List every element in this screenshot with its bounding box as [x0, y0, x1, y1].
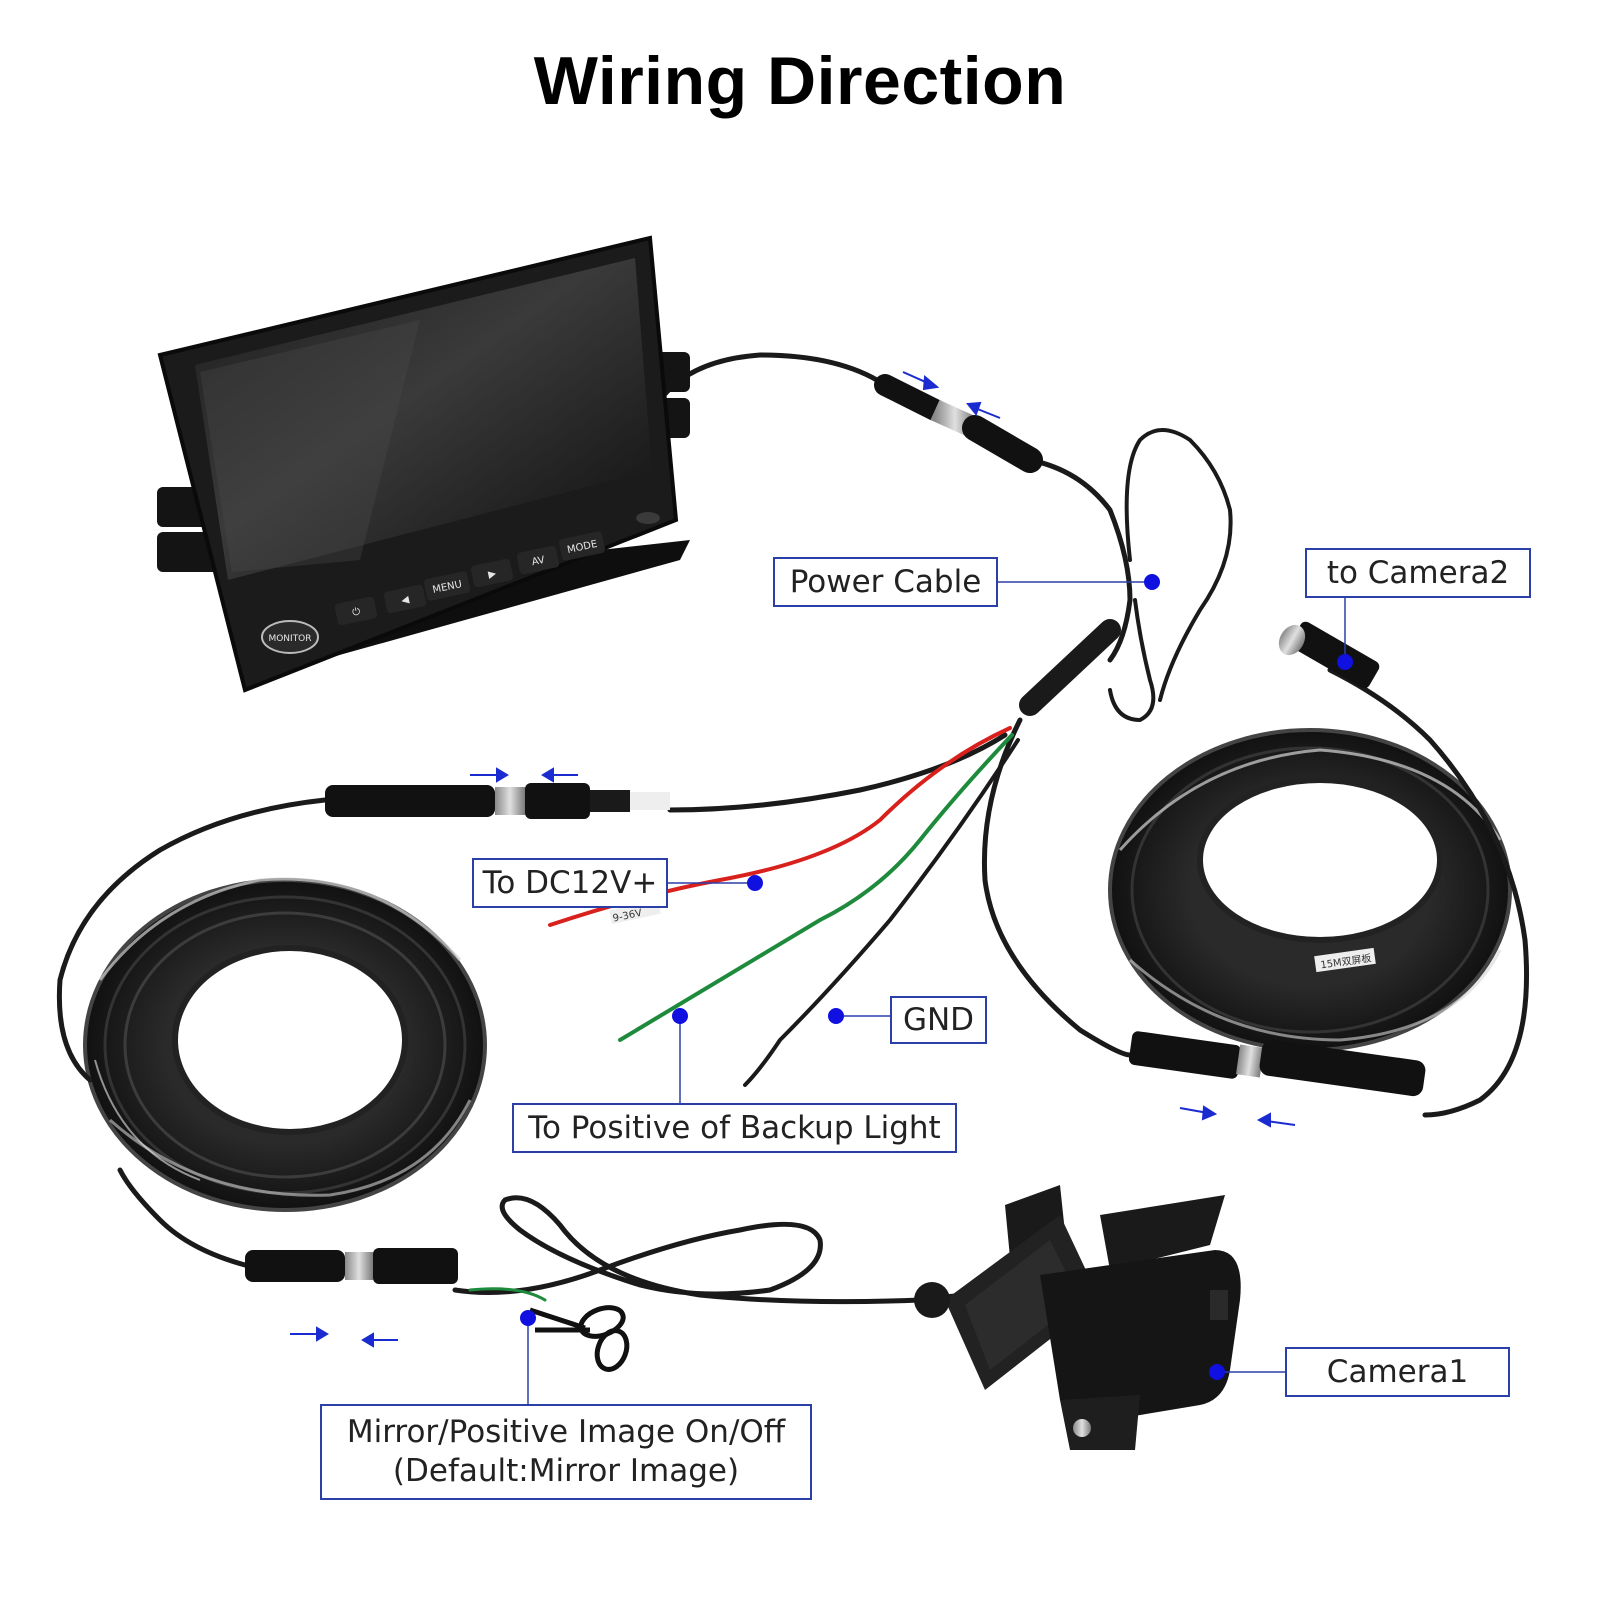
bottom-left-connector — [245, 1248, 458, 1284]
direction-arrows — [290, 371, 1296, 1348]
label-mirror-line2: (Default:Mirror Image) — [392, 1453, 740, 1489]
dot-to-camera2 — [1337, 654, 1353, 670]
label-to-dc12v: To DC12V+ — [472, 858, 668, 908]
label-mirror-image: Mirror/Positive Image On/Off (Default:Mi… — [320, 1404, 812, 1500]
left-mid-connector — [325, 783, 670, 819]
dot-gnd — [828, 1008, 844, 1024]
arrow-left-icon — [1256, 1112, 1296, 1128]
cables — [56, 352, 1530, 1305]
arrow-left-icon — [966, 401, 1001, 419]
mirror-loop-wire — [468, 1287, 547, 1302]
dot-camera1 — [1209, 1364, 1225, 1380]
monitor-badge: MONITOR — [268, 634, 311, 644]
arrow-right-icon — [290, 1326, 329, 1342]
label-mirror-line1: Mirror/Positive Image On/Off — [346, 1414, 786, 1451]
arrow-right-icon — [470, 767, 509, 783]
right-button-label: ▶ — [487, 568, 497, 580]
power-button-label: ⏻ — [351, 606, 361, 618]
left-cable-coil — [83, 877, 487, 1212]
right-cable-coil: 15M双屏板 — [1108, 728, 1512, 1052]
pointer-dots — [520, 574, 1353, 1380]
arrow-right-icon — [902, 371, 940, 391]
page-title: Wiring Direction — [533, 43, 1067, 119]
camera2-connector — [1278, 621, 1380, 689]
label-gnd: GND — [890, 996, 987, 1044]
av-button-label: AV — [531, 555, 546, 569]
monitor: MONITOR ⏻ ◀ MENU ▶ AV MODE — [157, 235, 690, 693]
arrow-left-icon — [541, 767, 578, 783]
dot-backup-light — [672, 1008, 688, 1024]
label-to-camera2: to Camera2 — [1305, 548, 1531, 598]
dot-dc12v — [747, 875, 763, 891]
top-connector — [874, 374, 1043, 473]
scissors-icon — [529, 1305, 630, 1372]
label-power-cable: Power Cable — [773, 557, 998, 607]
dot-power-cable — [1144, 574, 1160, 590]
right-connector — [1128, 1031, 1426, 1097]
leader-lines — [527, 581, 1346, 1405]
black-gnd-wire — [743, 738, 1020, 1087]
arrow-left-icon — [361, 1332, 398, 1348]
green-wire — [618, 733, 1014, 1042]
dot-mirror — [520, 1310, 536, 1326]
camera1-unit — [914, 1185, 1241, 1450]
label-camera1: Camera1 — [1285, 1347, 1510, 1397]
monitor-button-row: ⏻ ◀ MENU ▶ AV MODE — [334, 531, 606, 626]
left-button-label: ◀ — [400, 594, 410, 606]
label-to-backup-light: To Positive of Backup Light — [512, 1103, 957, 1153]
arrow-right-icon — [1179, 1105, 1218, 1121]
